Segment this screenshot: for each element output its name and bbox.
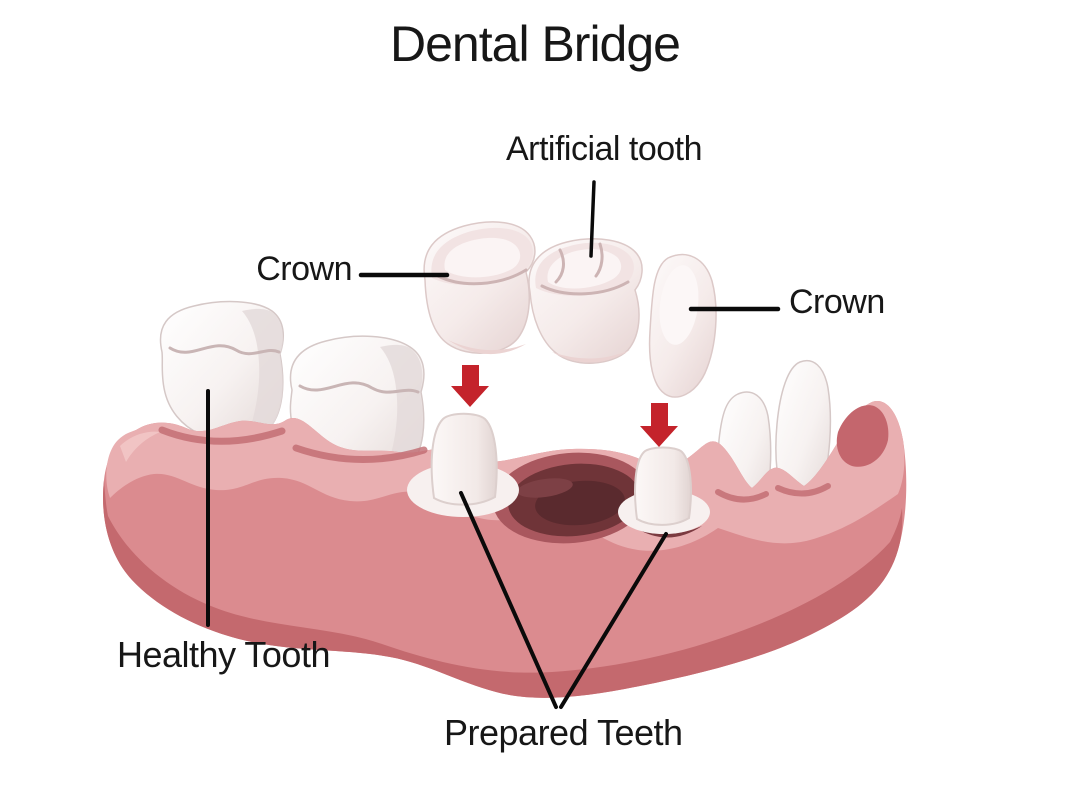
leader-prepared-left xyxy=(459,491,558,709)
prepared-tooth-left xyxy=(430,412,498,506)
prepared-tooth-right xyxy=(634,446,692,526)
down-arrow-left-icon xyxy=(451,365,489,407)
crown-right-label: Crown xyxy=(789,283,885,321)
gum-collar-incisor-front xyxy=(715,489,769,503)
gum-collar-front-molar xyxy=(158,426,286,445)
bridge-crown-left-top xyxy=(444,237,521,278)
molar-crevice xyxy=(168,344,281,356)
placement-arrows xyxy=(451,365,678,447)
gum-collar-incisor-back xyxy=(775,483,831,497)
prepared-teeth-label: Prepared Teeth xyxy=(444,712,683,753)
bridge-under-shade xyxy=(552,350,630,363)
bridge-crevice xyxy=(436,268,528,286)
gum-knob-shade xyxy=(836,405,889,467)
incisor-teeth xyxy=(717,360,832,525)
crown-left-label: Crown xyxy=(256,250,352,288)
gum-bottom-shadow xyxy=(103,480,903,698)
leader-lines xyxy=(206,180,781,709)
dental-bridge xyxy=(423,221,717,398)
prepared-teeth xyxy=(407,412,710,534)
gum-collar-back-molar xyxy=(292,444,428,463)
molar-shade xyxy=(380,344,423,481)
healthy-tooth-label: Healthy Tooth xyxy=(117,634,330,675)
bridge-cusp-mark xyxy=(594,242,604,278)
missing-tooth-socket xyxy=(493,452,702,544)
down-arrow-right-icon xyxy=(640,403,678,447)
bridge-crevice xyxy=(540,280,630,296)
bridge-crown-right-sheen xyxy=(659,265,699,345)
leader-prepared-right xyxy=(559,532,668,709)
molar-crevice xyxy=(298,381,420,394)
leader-artificial-tooth xyxy=(589,180,596,258)
gum-edge-highlight xyxy=(120,431,160,462)
socket-crease-right xyxy=(630,524,702,538)
molar-shade xyxy=(242,308,284,443)
artificial-tooth-label: Artificial tooth xyxy=(505,130,703,168)
socket-sheen xyxy=(517,478,573,498)
bridge-under-shade xyxy=(448,340,526,355)
bridge-cusp-mark xyxy=(554,248,565,284)
page-title: Dental Bridge xyxy=(390,16,681,72)
